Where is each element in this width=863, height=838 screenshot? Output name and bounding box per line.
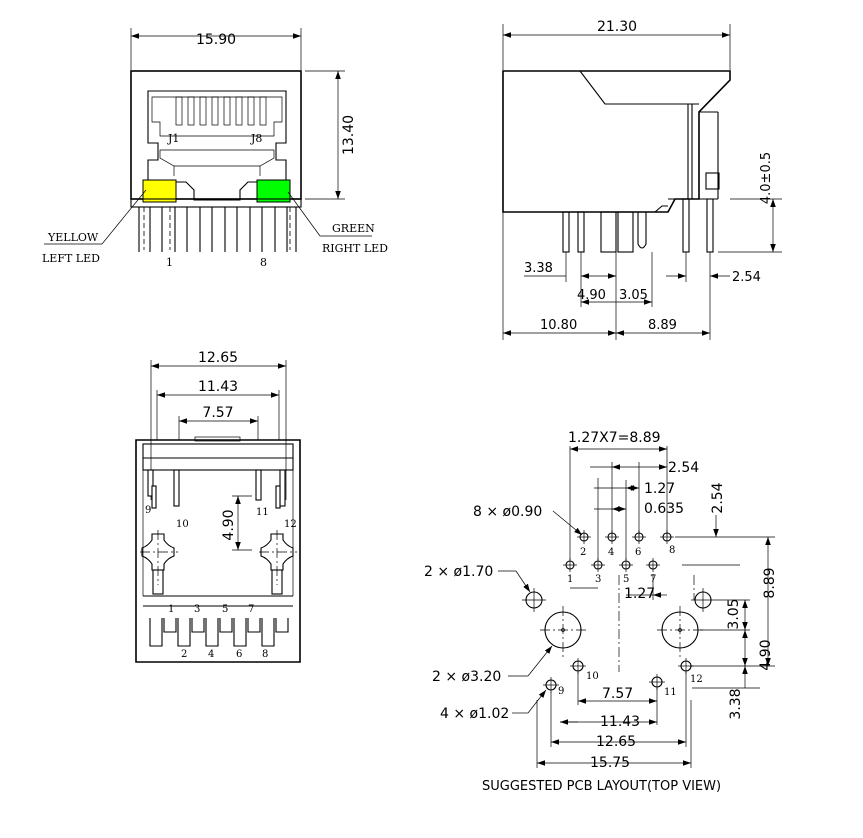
rj45-contacts [175,96,267,126]
bottom-pin-8: 8 [262,649,268,660]
pcb-pin-10: 10 [586,671,599,682]
pcb-hole-note-102: 4 × ø1.02 [440,706,509,722]
front-pins [138,207,297,252]
pcb-dim-1-27-top: 1.27 [644,481,675,497]
pcb-dim-3-38-v: 3.38 [728,688,744,719]
pcb-dim-15-75: 15.75 [590,755,630,771]
pcb-pin-2: 2 [580,547,586,558]
pcb-layout: 1.27X7=8.89 2.54 1.27 0.635 2.54 [424,430,778,794]
right-led-label: RIGHT LED [322,242,388,255]
pcb-dim-7-57: 7.57 [602,686,633,702]
mount-holes-170 [522,588,715,612]
pcb-caption: SUGGESTED PCB LAYOUT(TOP VIEW) [482,779,721,794]
front-height-dim: 13.40 [341,115,357,155]
pcb-dim-8-89-v: 8.89 [762,567,778,598]
side-dim-8-89: 8.89 [648,318,677,333]
pcb-hole-note-170: 2 × ø1.70 [424,564,493,580]
pcb-pin-11: 11 [664,687,677,698]
bottom-pin-3: 3 [194,604,200,615]
pcb-pin-9: 9 [558,686,564,697]
pcb-dim-2-54-v: 2.54 [710,482,726,513]
pcb-pin-12: 12 [690,674,703,685]
bottom-pin-1: 1 [168,604,174,615]
pin-label-j1: J1 [167,132,179,145]
side-dim-2-54: 2.54 [732,270,761,285]
pcb-dim-pitch: 1.27X7=8.89 [568,430,661,446]
pcb-hole-note-090: 8 × ø0.90 [473,504,542,520]
yellow-led-label: YELLOW [47,231,99,244]
side-dim-3-38: 3.38 [524,261,553,276]
front-width-dim: 15.90 [196,32,236,48]
yellow-led [142,179,177,203]
bottom-pin-10: 10 [176,519,189,530]
bottom-pin-4: 4 [208,649,214,660]
side-pins [562,198,714,253]
pcb-dim-11-43: 11.43 [600,714,640,730]
pcb-pin-3: 3 [595,574,601,585]
front-pin-1: 1 [166,256,173,269]
green-led [256,179,291,203]
side-dim-4-90: 4.90 [577,288,606,303]
bottom-pin-6: 6 [236,649,242,660]
mount-holes-320 [540,606,703,660]
bottom-dim-11-43: 11.43 [198,379,238,395]
pcb-dim-2-54-top: 2.54 [668,460,699,476]
pcb-pin-4: 4 [608,547,614,558]
bottom-pin-2: 2 [181,649,187,660]
pcb-dim-0-635: 0.635 [644,501,684,517]
pcb-hole-note-320: 2 × ø3.20 [432,669,501,685]
bottom-pin-11: 11 [256,507,269,518]
side-view: 21.30 4.0±0.5 [502,19,782,340]
side-dim-3-05: 3.05 [619,288,648,303]
bottom-dim-4-90: 4.90 [221,509,237,540]
green-led-label: GREEN [332,222,375,235]
pcb-dim-12-65: 12.65 [596,734,636,750]
bottom-pin-7: 7 [248,604,254,615]
signal-holes [563,530,674,572]
pcb-pin-8: 8 [669,545,675,556]
left-led-label: LEFT LED [42,252,100,265]
pcb-pin-1: 1 [567,574,573,585]
front-view: 15.90 13.40 J1 J8 [42,28,388,269]
pcb-dim-1-27-mid: 1.27 [624,586,655,602]
pcb-pin-6: 6 [635,547,641,558]
side-height-dim: 4.0±0.5 [759,152,774,204]
pcb-pin-5: 5 [623,574,629,585]
mount-holes-102 [543,658,694,693]
pcb-dim-4-90-v: 4.90 [758,639,774,670]
mounting-post-left [140,530,178,595]
side-dim-10-80: 10.80 [540,318,577,333]
front-pin-8: 8 [260,256,267,269]
bottom-pin-9: 9 [145,505,151,516]
bottom-pin-row [149,618,289,647]
bottom-dim-7-57: 7.57 [202,405,233,421]
side-length-dim: 21.30 [597,19,637,35]
bottom-pin-5: 5 [222,604,228,615]
bottom-view: 12.65 11.43 7.57 9 10 11 12 4.9 [135,350,301,663]
pcb-dim-3-05-v: 3.05 [726,598,742,629]
bottom-dim-12-65: 12.65 [198,350,238,366]
pin-label-j8: J8 [250,132,262,145]
mounting-post-right [259,530,297,595]
bottom-pin-12: 12 [284,519,297,530]
